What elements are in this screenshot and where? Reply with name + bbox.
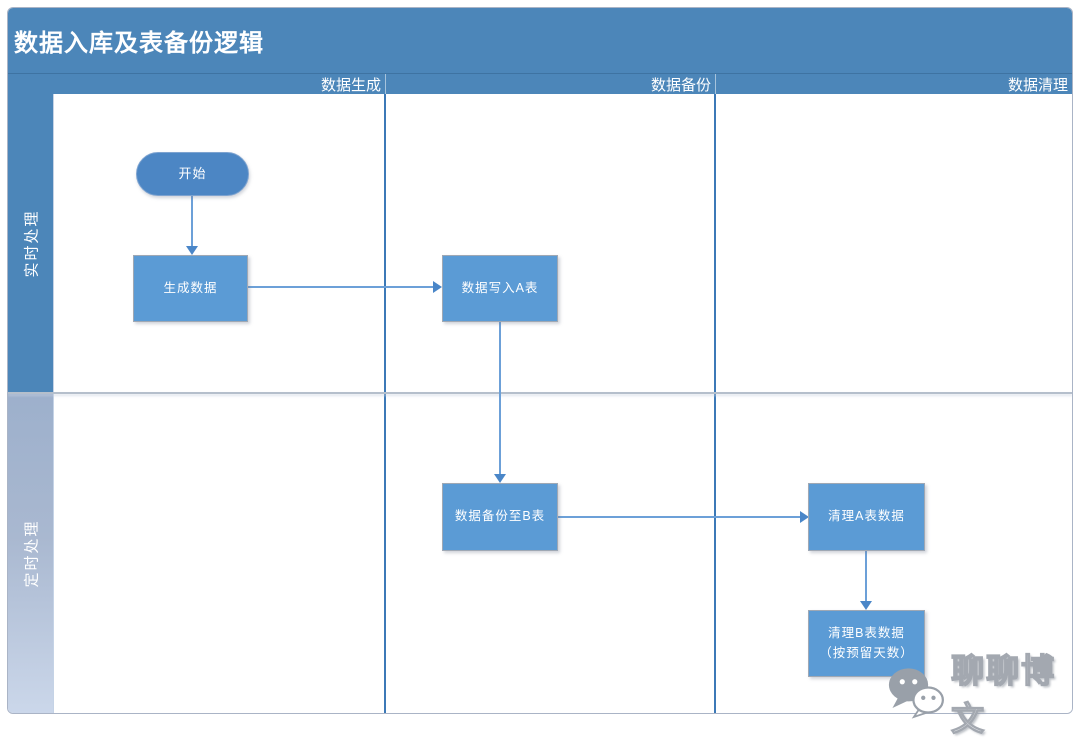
- watermark: 聊聊博文: [888, 644, 1080, 740]
- lane-label-realtime: 实时处理: [8, 94, 54, 392]
- node-clean-table-a: 清理A表数据: [808, 483, 925, 551]
- column-divider-2: [714, 94, 716, 713]
- lane-realtime-content: [54, 94, 1072, 392]
- watermark-text: 聊聊博文: [950, 653, 1057, 738]
- edge-generate-to-write-a: [248, 286, 434, 288]
- edge-write-a-to-backup-b: [499, 322, 501, 476]
- arrowhead-right-icon: [433, 281, 442, 293]
- column-divider-1: [384, 94, 386, 713]
- phase-header-data-cleanup: 数据清理: [715, 74, 1072, 94]
- edge-start-to-generate: [191, 196, 193, 248]
- lane-realtime: 实时处理: [8, 94, 1072, 392]
- diagram-title-bar: 数据入库及表备份逻辑: [8, 8, 1072, 73]
- wechat-icon: [888, 668, 944, 719]
- arrowhead-right-icon: [800, 511, 809, 523]
- lane-divider: [8, 392, 1072, 394]
- node-backup-table-b: 数据备份至B表: [442, 483, 558, 551]
- edge-backup-b-to-clean-a: [558, 516, 801, 518]
- arrowhead-down-icon: [186, 246, 198, 255]
- node-write-table-a: 数据写入A表: [442, 255, 558, 322]
- arrowhead-down-icon: [860, 601, 872, 610]
- node-start: 开始: [136, 152, 249, 196]
- node-generate-data: 生成数据: [133, 255, 248, 322]
- phase-header-data-generation: 数据生成: [320, 76, 381, 94]
- edge-clean-a-to-clean-b: [865, 551, 867, 603]
- node-clean-table-b: 清理B表数据（按预留天数）: [808, 610, 925, 677]
- arrowhead-down-icon: [494, 474, 506, 483]
- lane-label-scheduled: 定时处理: [8, 394, 54, 713]
- phase-header-data-backup: 数据备份: [385, 74, 715, 94]
- diagram-title: 数据入库及表备份逻辑: [14, 30, 264, 57]
- flowchart-layer: 开始 生成数据 数据写入A表 数据备份至B表 清理A表数据 清理B表数据（按预留…: [133, 152, 925, 677]
- phase-header-row: 数据生成 数据备份 数据清理: [8, 73, 1072, 94]
